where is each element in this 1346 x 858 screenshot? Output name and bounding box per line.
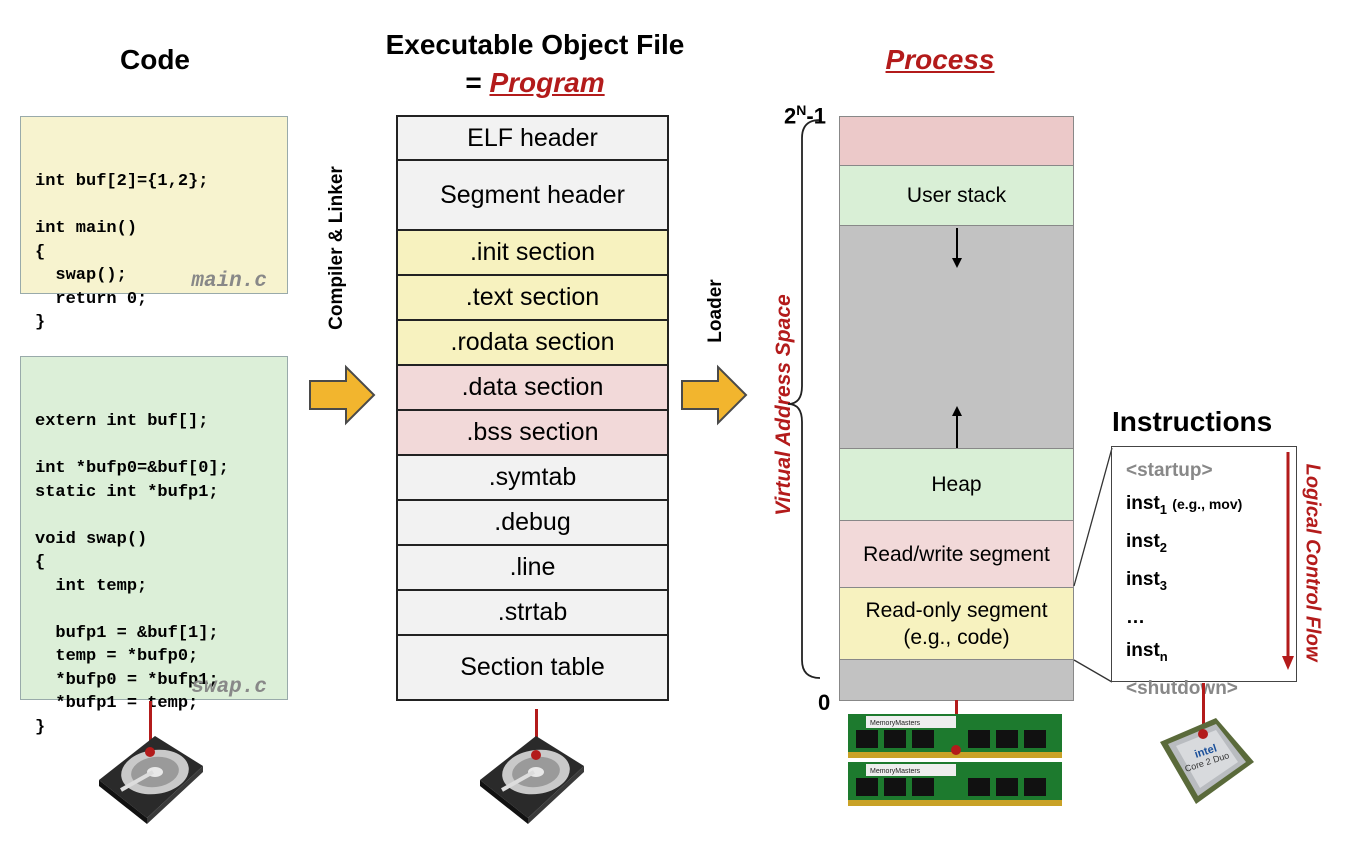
elf-section: Section table — [398, 636, 667, 699]
process-title-text: Process — [885, 44, 995, 75]
memory-module-icon: MemoryMasters MemoryMasters — [848, 714, 1062, 806]
memory-segment: User stack — [840, 166, 1073, 226]
instruction-n-subscript: n — [1159, 648, 1168, 664]
instruction-2: inst2 — [1126, 526, 1282, 564]
instruction-3-subscript: 3 — [1159, 577, 1168, 593]
elf-section: Segment header — [398, 161, 667, 231]
code-disk-lead — [149, 701, 152, 753]
code-line: int temp; — [35, 576, 148, 596]
executable-title-line2: = Program — [340, 64, 730, 102]
cpu-chip-icon: intel Core 2 Duo — [1160, 718, 1254, 804]
swap-c-code-text: extern int buf[]; int *bufp0=&buf[0]; stat… — [35, 410, 273, 739]
compiler-linker-label: Compiler & Linker — [326, 166, 347, 330]
ram-label-top: MemoryMasters — [870, 720, 921, 727]
top-address-base: 2 — [784, 103, 797, 129]
instruction-cpu-lead — [1202, 683, 1205, 733]
instruction-list: <startup> inst1 (e.g., mov) inst2 inst3 … — [1111, 446, 1297, 699]
compile-arrow-icon — [309, 364, 376, 426]
equals-sign: = — [465, 67, 490, 98]
code-line: } — [35, 313, 46, 332]
code-line — [35, 598, 273, 622]
memory-segment: Read-only segment (e.g., code) — [840, 588, 1073, 660]
instruction-1-note: (e.g., mov) — [1172, 495, 1243, 512]
code-line — [35, 194, 273, 218]
memory-segment — [840, 660, 1073, 700]
code-line: void swap() — [35, 529, 148, 549]
executable-title-line1: Executable Object File — [385, 29, 685, 60]
memory-segment: Heap — [840, 449, 1073, 521]
main-c-code-box: int buf[2]={1,2}; int main() { swap(); ret… — [20, 116, 288, 332]
elf-section: .text section — [398, 276, 667, 321]
main-c-code-text: int buf[2]={1,2}; int main() { swap(); ret… — [35, 170, 273, 335]
instruction-3: inst3 — [1126, 564, 1282, 602]
code-line: int buf[2]={1,2}; — [35, 172, 209, 191]
code-line: static int *bufp1; — [35, 482, 219, 502]
instructions-title: Instructions — [1112, 406, 1273, 437]
code-line: int *bufp0=&buf[0]; — [35, 459, 229, 478]
startup-instruction: <startup> — [1126, 460, 1213, 481]
code-line — [35, 504, 273, 528]
instruction-1-subscript: 1 — [1159, 501, 1168, 517]
memory-segment — [840, 117, 1073, 166]
code-line: temp = *bufp0; — [35, 647, 199, 666]
instruction-n-text: inst — [1126, 639, 1160, 661]
instruction-n: instn — [1126, 635, 1282, 673]
elf-section: .line — [398, 546, 667, 591]
heap-growth-arrow-icon — [952, 406, 962, 448]
elf-section: .rodata section — [398, 321, 667, 366]
logical-control-flow-label: Logical Control Flow — [1301, 463, 1324, 662]
bottom-address-label: 0 — [818, 690, 831, 715]
instruction-2-text: inst — [1126, 530, 1160, 552]
elf-section: ELF header — [398, 117, 667, 161]
top-address-exponent: N — [796, 102, 807, 118]
elf-section: .debug — [398, 501, 667, 546]
shutdown-instruction: <shutdown> — [1126, 678, 1238, 700]
hard-disk-icon — [480, 736, 584, 824]
executable-title: Executable Object File = Program — [340, 26, 730, 102]
code-line: *bufp1 = temp; — [35, 694, 199, 713]
main-c-filename: main.c — [191, 269, 267, 293]
ram-label-bottom: MemoryMasters — [870, 768, 921, 775]
control-flow-arrow-icon — [1282, 452, 1294, 670]
elf-section: .symtab — [398, 456, 667, 501]
elf-section: .bss section — [398, 411, 667, 456]
stack-growth-arrow-icon — [952, 228, 962, 268]
code-line — [35, 434, 273, 458]
code-line: int main() — [35, 219, 138, 238]
code-line: swap(); — [35, 266, 127, 285]
load-arrow-icon — [681, 364, 748, 426]
elf-section: .strtab — [398, 591, 667, 636]
address-brace-icon — [787, 119, 821, 679]
code-line: { — [35, 242, 46, 262]
code-line: } — [35, 717, 46, 737]
instruction-callout-lines — [1073, 447, 1113, 683]
program-disk-lead — [535, 709, 538, 755]
swap-c-filename: swap.c — [191, 675, 267, 699]
instruction-1: inst1 (e.g., mov) — [1126, 488, 1282, 526]
hard-disk-icon — [99, 736, 203, 824]
instruction-3-text: inst — [1126, 569, 1160, 591]
swap-c-code-box: extern int buf[]; int *bufp0=&buf[0]; stat… — [20, 356, 288, 737]
instruction-2-subscript: 2 — [1159, 539, 1168, 555]
program-label: Program — [489, 67, 605, 98]
code-title: Code — [120, 44, 190, 75]
code-line: extern int buf[]; — [35, 412, 209, 431]
code-line: *bufp0 = *bufp1; — [35, 670, 219, 690]
top-address-suffix: -1 — [806, 103, 826, 129]
elf-section: .init section — [398, 231, 667, 276]
loader-label: Loader — [705, 279, 726, 343]
process-title: Process — [840, 44, 1040, 76]
elf-section: .data section — [398, 366, 667, 411]
code-line: return 0; — [35, 289, 148, 309]
instruction-ellipsis: … — [1126, 607, 1145, 629]
instruction-1-text: inst — [1126, 492, 1160, 514]
code-line: bufp1 = &buf[1]; — [35, 623, 219, 643]
memory-segment: Read/write segment — [840, 521, 1073, 588]
top-address-label: 2N-1 — [784, 102, 826, 129]
code-line: { — [35, 553, 46, 572]
